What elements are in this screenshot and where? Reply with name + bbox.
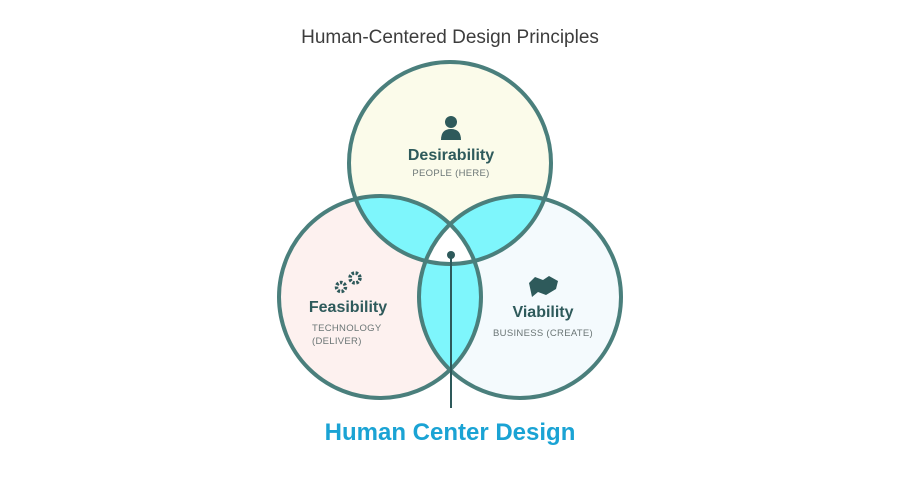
feasibility-sub-2: (DELIVER) (312, 336, 362, 347)
handshake-icon (529, 276, 558, 297)
feasibility-sub-1: TECHNOLOGY (312, 323, 382, 334)
viability-sub: BUSINESS (CREATE) (493, 328, 593, 339)
desirability-label: Desirability (407, 147, 495, 164)
page-title: Human-Centered Design Principles (301, 27, 599, 48)
gears-icon (334, 271, 362, 294)
pointer-dot (447, 251, 455, 259)
center-label: Human Center Design (324, 419, 576, 446)
desirability-sub: PEOPLE (HERE) (412, 168, 490, 179)
person-icon (441, 116, 461, 140)
feasibility-label: Feasibility (308, 299, 388, 316)
viability-label: Viability (512, 304, 574, 321)
